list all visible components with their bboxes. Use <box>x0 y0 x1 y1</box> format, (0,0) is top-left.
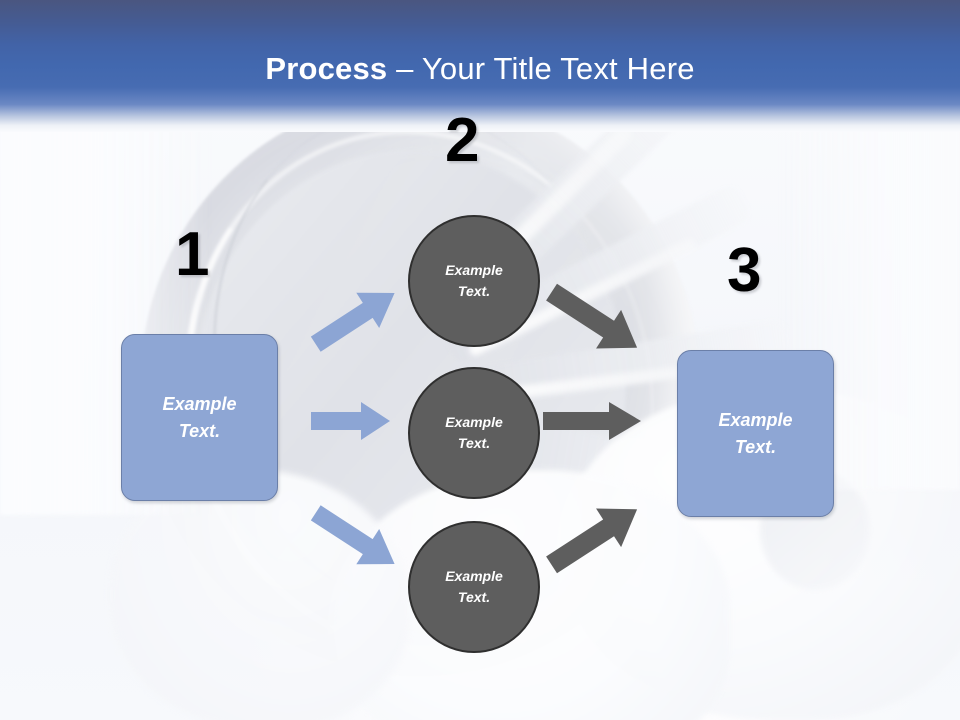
slide-header-banner: Process – Your Title Text Here <box>0 0 960 132</box>
page-title-bold: Process <box>265 51 388 86</box>
arrow-input-to-circle-bottom <box>306 502 406 576</box>
step-number-2: 2 <box>445 106 480 175</box>
input-box[interactable]: Example Text. <box>121 334 278 501</box>
process-circle-bottom-line1: Example <box>445 568 503 584</box>
input-box-line1: Example <box>162 393 237 414</box>
process-circle-top-line1: Example <box>445 262 503 278</box>
process-circle-middle-line2: Text. <box>457 435 491 451</box>
process-circle-middle[interactable]: Example Text. <box>408 367 540 499</box>
output-box[interactable]: Example Text. <box>677 350 834 517</box>
arrow-input-to-circle-middle <box>311 400 391 442</box>
process-circle-top-line2: Text. <box>457 283 491 299</box>
process-circle-bottom-line2: Text. <box>457 589 491 605</box>
output-box-line2: Text. <box>734 436 777 457</box>
output-box-line1: Example <box>718 409 793 430</box>
process-circle-bottom[interactable]: Example Text. <box>408 521 540 653</box>
input-box-line2: Text. <box>178 420 221 441</box>
arrow-circle-top-to-output <box>541 281 651 361</box>
step-number-3: 3 <box>727 236 762 305</box>
arrow-circle-bottom-to-output <box>541 496 651 576</box>
page-title-rest: – Your Title Text Here <box>387 51 695 86</box>
step-number-1: 1 <box>175 220 210 289</box>
process-circle-top[interactable]: Example Text. <box>408 215 540 347</box>
arrow-input-to-circle-top <box>306 281 406 355</box>
process-circle-middle-line1: Example <box>445 414 503 430</box>
page-title: Process – Your Title Text Here <box>0 50 960 88</box>
arrow-circle-middle-to-output <box>543 400 643 442</box>
